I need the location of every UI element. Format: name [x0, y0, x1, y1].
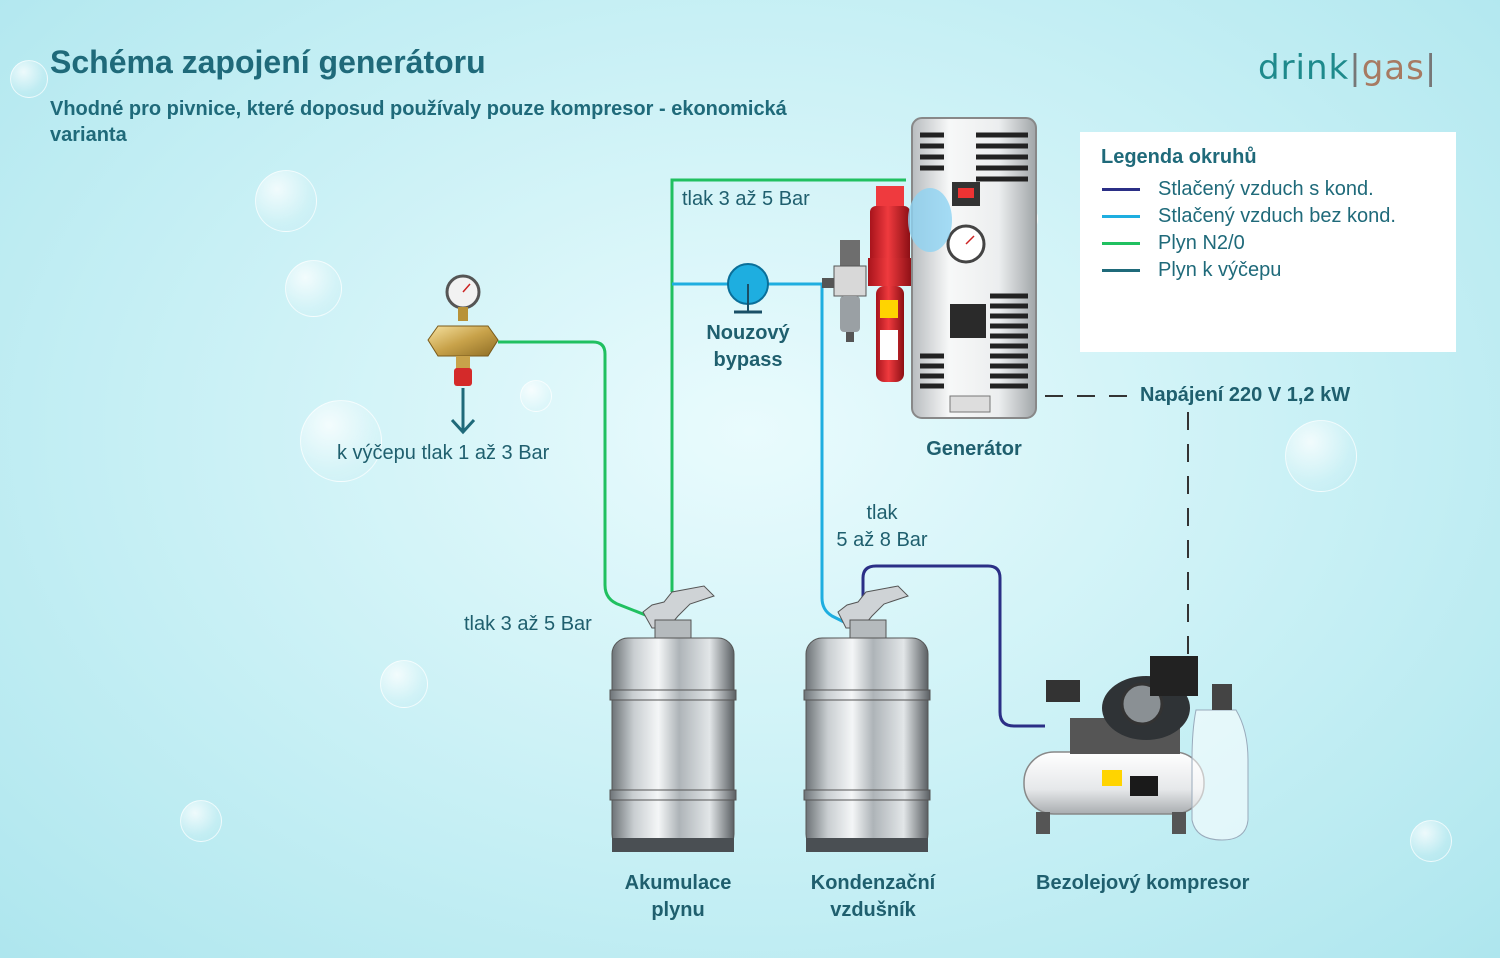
legend-swatch [1102, 241, 1140, 245]
compressor-label: Bezolejový kompresor [1036, 872, 1250, 894]
legend-item-n2-gas: Plyn N2/0 [1102, 231, 1245, 255]
background-bubble [380, 660, 428, 708]
legend-item-label: Stlačený vzduch bez kond. [1158, 204, 1396, 227]
n2-pipe-generator-top [670, 178, 906, 592]
pressure-label-n2-top: tlak 3 až 5 Bar [682, 188, 810, 210]
page-subtitle: Vhodné pro pivnice, které doposud použív… [50, 98, 787, 146]
regulator-output-label: k výčepu tlak 1 až 3 Bar [337, 442, 550, 464]
air-pipe-compressor [861, 564, 1045, 728]
drinkgas-logo: drink|gas| [1258, 48, 1438, 88]
background-bubble [520, 380, 552, 412]
legend-title: Legenda okruhů [1101, 146, 1257, 168]
generator-label: Generátor [926, 438, 1022, 460]
legend-item-compressed-air-with-condensate: Stlačený vzduch s kond. [1102, 177, 1374, 201]
legend-item-label: Plyn N2/0 [1158, 231, 1245, 254]
generator-icon [908, 117, 1037, 419]
legend-item-gas-to-tap: Plyn k výčepu [1102, 258, 1281, 282]
pressure-regulator-icon [427, 274, 499, 386]
background-bubble [1410, 820, 1452, 862]
background-bubble [10, 60, 48, 98]
background-bubble [285, 260, 342, 317]
air-pipe-to-receiver [820, 284, 849, 626]
circuit-legend: Legenda okruhů Stlačený vzduch s kond. S… [1080, 132, 1456, 352]
page-title: Schéma zapojení generátoru [50, 44, 486, 80]
condensation-receiver-keg-icon [803, 585, 931, 852]
n2-pipe-to-regulator [498, 340, 659, 622]
accumulation-keg-icon [609, 585, 737, 852]
background-bubble [180, 800, 222, 842]
pressure-label-keg: tlak 3 až 5 Bar [464, 613, 592, 635]
bypass-valve-icon [727, 263, 769, 314]
background-bubble [300, 400, 382, 482]
power-supply-label: Napájení 220 V 1,2 kW [1140, 384, 1351, 406]
oilless-compressor-icon [1023, 656, 1249, 841]
background-bubble [1285, 420, 1357, 492]
background-bubble [255, 170, 317, 232]
legend-item-label: Plyn k výčepu [1158, 258, 1282, 281]
legend-swatch [1102, 268, 1140, 272]
red-filter-icon [868, 186, 912, 382]
legend-item-label: Stlačený vzduch s kond. [1158, 177, 1374, 200]
legend-swatch [1102, 214, 1140, 218]
legend-item-compressed-air-without-condensate: Stlačený vzduch bez kond. [1102, 204, 1396, 228]
down-arrow-icon [450, 388, 476, 435]
legend-swatch [1102, 187, 1140, 191]
filter-regulator-icon [822, 240, 867, 342]
